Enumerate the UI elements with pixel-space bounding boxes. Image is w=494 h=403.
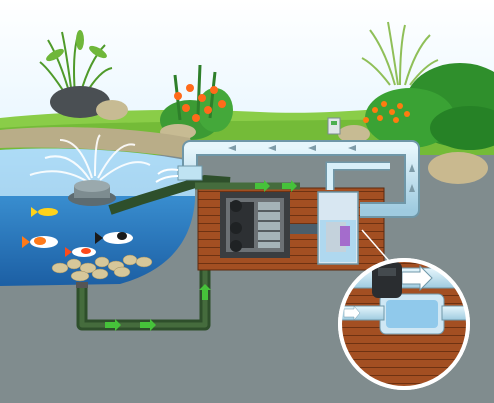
pump-line: [108, 174, 300, 215]
arrow-up-icon: [409, 184, 415, 192]
detail-magnifier: [338, 258, 470, 390]
koi-fish-1: [22, 236, 58, 248]
arrow-up-icon: [409, 164, 415, 172]
grass-clump-right: [361, 21, 439, 86]
hedge: [363, 63, 494, 150]
return-outlet: [155, 165, 203, 183]
arrow-left-icon: [308, 145, 316, 151]
pond-surface: [0, 148, 195, 196]
koi-fish-3: [65, 247, 96, 257]
arrow-right-icon: [255, 180, 270, 192]
fountain-head: [68, 180, 116, 206]
arrow-right-icon: [140, 319, 156, 331]
arrow-right-icon: [282, 180, 297, 192]
pond-pebbles: [51, 254, 153, 282]
arrow-right-icon: [401, 264, 433, 292]
arrow-left-icon: [228, 145, 236, 151]
drain-flow-arrows: [105, 250, 211, 331]
arrow-left-icon: [348, 145, 356, 151]
koi-fish-2: [95, 232, 133, 244]
fish-yellow: [31, 207, 58, 217]
return-pipe: [182, 140, 420, 218]
filter-box: [220, 192, 290, 258]
uv-tank: [317, 191, 359, 265]
arrow-right-icon: [105, 319, 121, 331]
fountain-spray: [29, 134, 151, 183]
arrow-up-icon: [199, 284, 211, 300]
return-flow-arrows: [228, 145, 415, 192]
arrow-left-icon: [268, 145, 276, 151]
pond-rim: [0, 127, 196, 160]
arrow-right-icon: [343, 305, 361, 321]
control-box: [327, 117, 341, 135]
